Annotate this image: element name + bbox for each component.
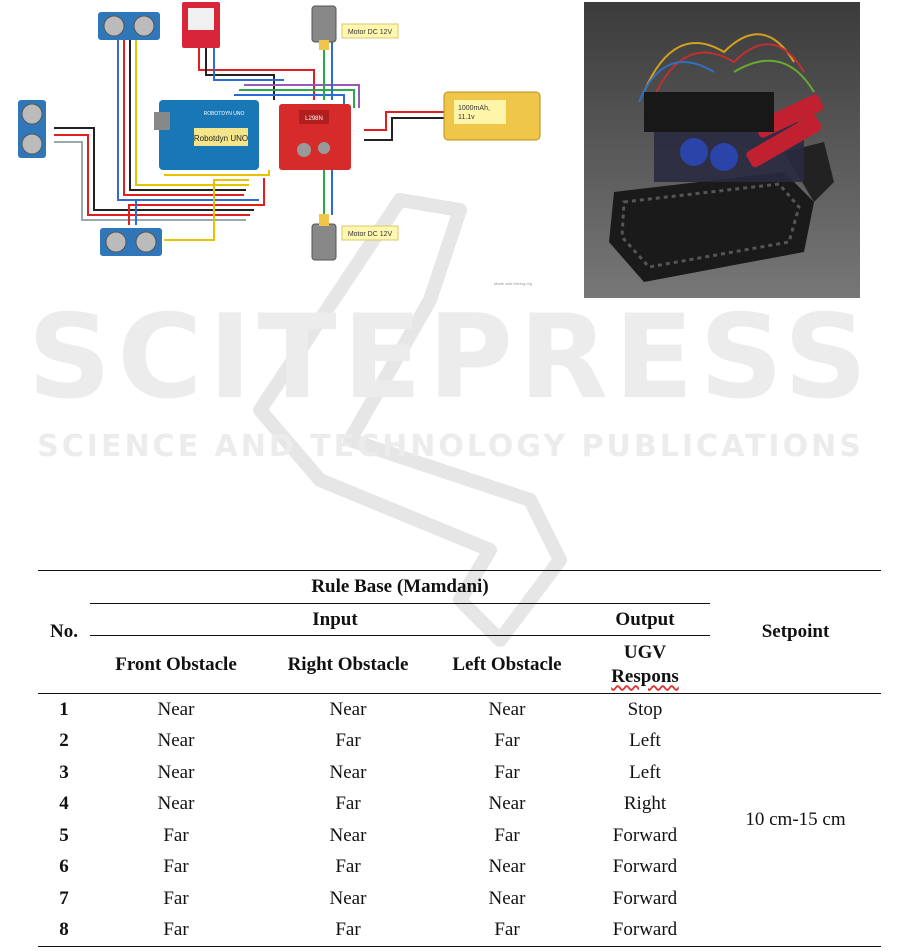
motor-bottom-label: Motor DC 12V xyxy=(348,231,393,238)
watermark-title: SCITEPRESS xyxy=(27,290,874,425)
cell-left: Far xyxy=(494,761,520,783)
row-number: 2 xyxy=(59,730,69,752)
motor-bottom: Motor DC 12V xyxy=(311,214,399,261)
header-input: Input xyxy=(90,603,580,636)
cell-left: Near xyxy=(488,887,526,909)
cell-right: Far xyxy=(335,793,361,815)
cell-front: Far xyxy=(163,824,189,846)
cell-response: Left xyxy=(629,761,661,783)
cell-front: Far xyxy=(163,887,189,909)
ultrasonic-sensor-left xyxy=(18,100,46,158)
svg-text:ROBOTDYN UNO: ROBOTDYN UNO xyxy=(204,111,245,117)
cell-right: Near xyxy=(329,761,367,783)
table-row: 2 Near Far Far Left xyxy=(38,726,881,758)
cell-left: Near xyxy=(488,793,526,815)
header-no: No. xyxy=(38,570,90,694)
ultrasonic-sensor-top xyxy=(98,12,160,40)
cell-right: Far xyxy=(262,914,434,947)
row-number: 3 xyxy=(59,761,69,783)
battery-label-2: 11.1v xyxy=(458,114,475,121)
cell-response: Forward xyxy=(612,887,678,909)
cell-left: Far xyxy=(494,730,520,752)
cell-left: Far xyxy=(434,914,580,947)
motor-top: Motor DC 12V xyxy=(311,5,399,50)
cell-front: Near xyxy=(157,761,195,783)
cell-response: Stop xyxy=(627,698,663,720)
table-row: 5 Far Near Far Forward xyxy=(38,820,881,852)
arduino-board: Robotdyn UNO ROBOTDYN UNO xyxy=(154,100,259,170)
motor-driver: L298N xyxy=(279,104,351,170)
cell-right: Near xyxy=(329,824,367,846)
header-ugv-response: UGV Respons xyxy=(580,635,710,694)
battery-label-1: 1000mAh, xyxy=(458,105,490,112)
cell-right: Near xyxy=(329,887,367,909)
row-number: 5 xyxy=(59,824,69,846)
cell-front: Far xyxy=(90,914,262,947)
row-number: 4 xyxy=(59,793,69,815)
svg-text:L298N: L298N xyxy=(305,116,323,122)
cell-front: Far xyxy=(163,856,189,878)
motor-top-label: Motor DC 12V xyxy=(348,29,393,36)
cell-left: Near xyxy=(488,698,526,720)
ultrasonic-sensor-bottom xyxy=(100,228,162,256)
robot-photo xyxy=(584,2,860,298)
header-right-obstacle: Right Obstacle xyxy=(262,635,434,694)
cell-left: Near xyxy=(488,856,526,878)
header-rule-base: Rule Base (Mamdani) xyxy=(90,570,710,604)
fritzing-credit: Made with fritzing.org xyxy=(494,281,532,286)
header-setpoint: Setpoint xyxy=(710,570,881,694)
rf-module xyxy=(182,2,220,48)
cell-response: Left xyxy=(629,730,661,752)
cell-front: Near xyxy=(157,793,195,815)
cell-left: Far xyxy=(494,824,520,846)
row-number: 7 xyxy=(59,887,69,909)
setpoint-value: 10 cm-15 cm xyxy=(710,693,881,947)
cell-right: Far xyxy=(335,856,361,878)
cell-response: Right xyxy=(623,793,667,815)
header-output: Output xyxy=(580,603,710,636)
table-row: 3 Near Near Far Left xyxy=(38,757,881,789)
wiring-diagram: Robotdyn UNO ROBOTDYN UNO L298N Motor DC… xyxy=(18,2,541,286)
cell-front: Near xyxy=(157,698,195,720)
rule-base-table: No. Rule Base (Mamdani) Setpoint Input O… xyxy=(38,570,881,947)
cell-response: Forward xyxy=(580,914,710,947)
cell-front: Near xyxy=(157,730,195,752)
watermark-subtitle: SCIENCE AND TECHNOLOGY PUBLICATIONS xyxy=(37,429,864,464)
header-left-obstacle: Left Obstacle xyxy=(434,635,580,694)
cell-response: Forward xyxy=(612,824,678,846)
cell-right: Far xyxy=(335,730,361,752)
row-number: 6 xyxy=(59,856,69,878)
table-row: 4 Near Far Near Right xyxy=(38,789,881,821)
battery: 1000mAh, 11.1v xyxy=(443,91,541,141)
table-row: 6 Far Far Near Forward xyxy=(38,852,881,884)
row-number: 1 xyxy=(59,698,69,720)
row-number: 8 xyxy=(38,914,90,947)
arduino-label: Robotdyn UNO xyxy=(194,134,248,143)
header-front-obstacle: Front Obstacle xyxy=(90,635,262,694)
table-row: 7 Far Near Near Forward xyxy=(38,883,881,915)
cell-response: Forward xyxy=(612,856,678,878)
cell-right: Near xyxy=(329,698,367,720)
